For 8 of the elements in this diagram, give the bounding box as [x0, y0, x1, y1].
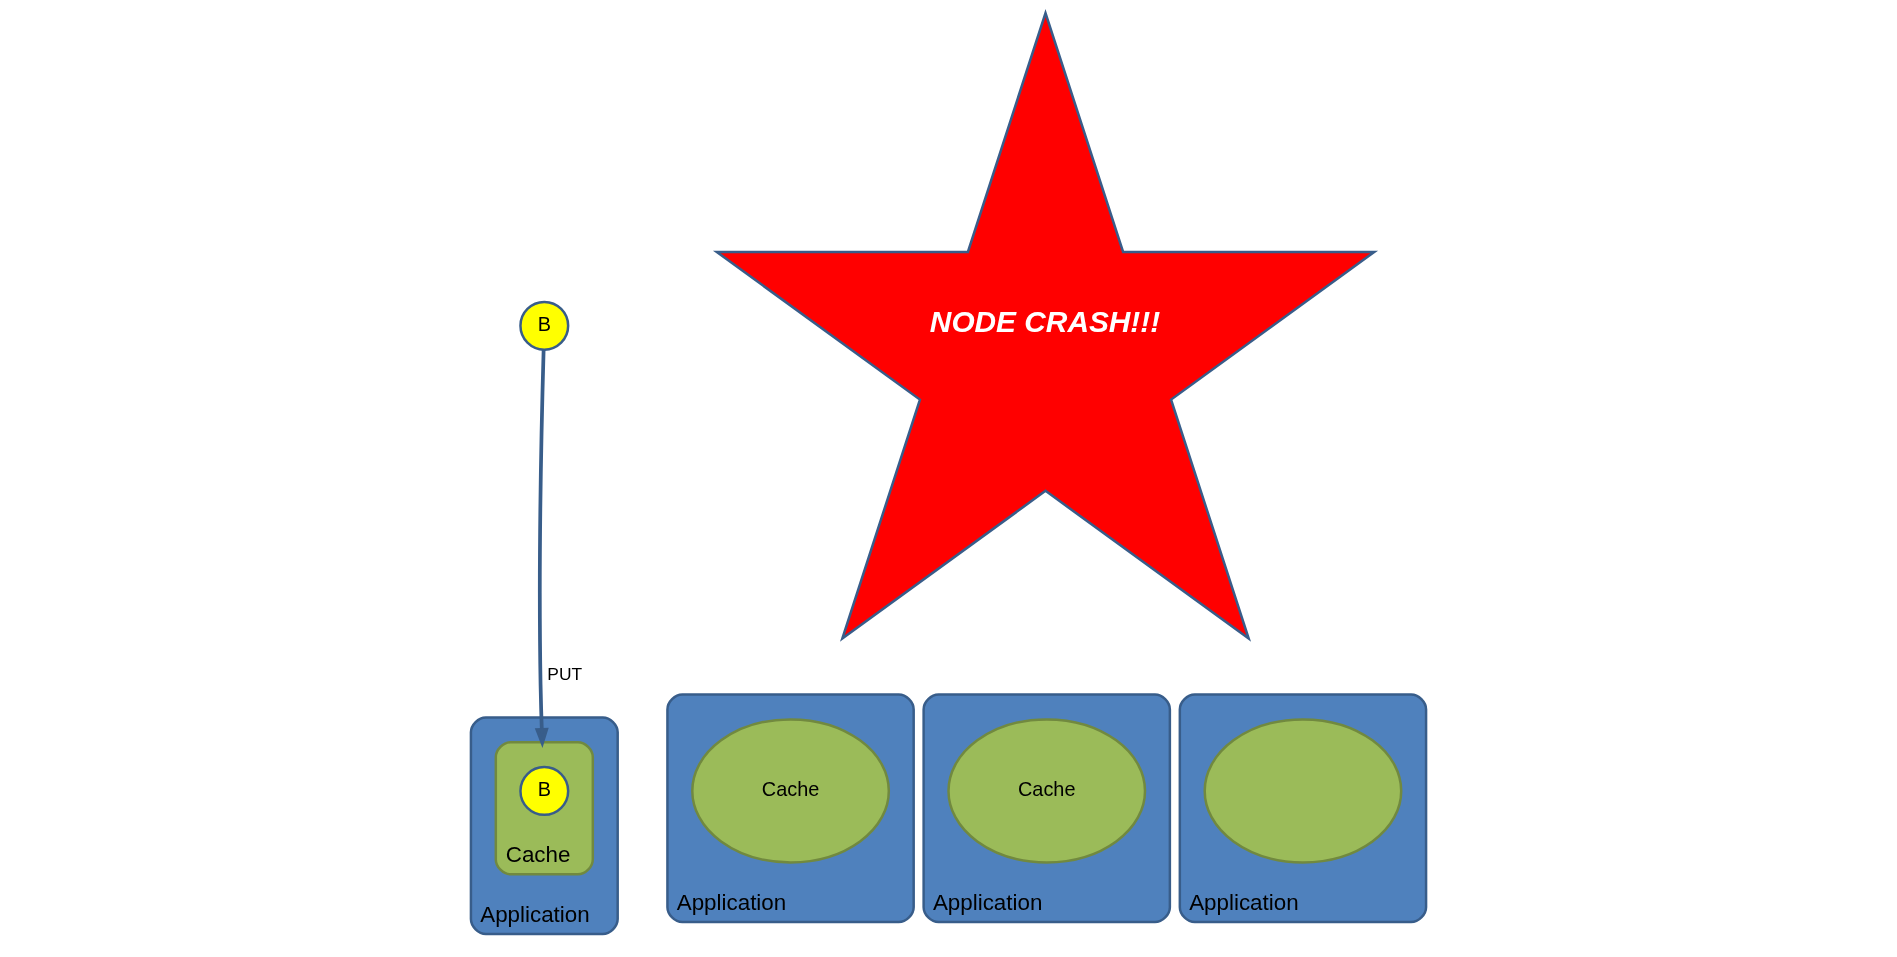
node-ellipse: Cache — [691, 718, 891, 864]
cluster: Application — [1178, 693, 1428, 924]
node-circle: B — [519, 765, 570, 816]
edge-label: PUT — [547, 663, 583, 684]
node-circle: B — [519, 300, 570, 351]
arrow — [534, 349, 549, 748]
node-cloud — [1203, 718, 1403, 864]
node-ellipse: Cache — [947, 718, 1147, 864]
